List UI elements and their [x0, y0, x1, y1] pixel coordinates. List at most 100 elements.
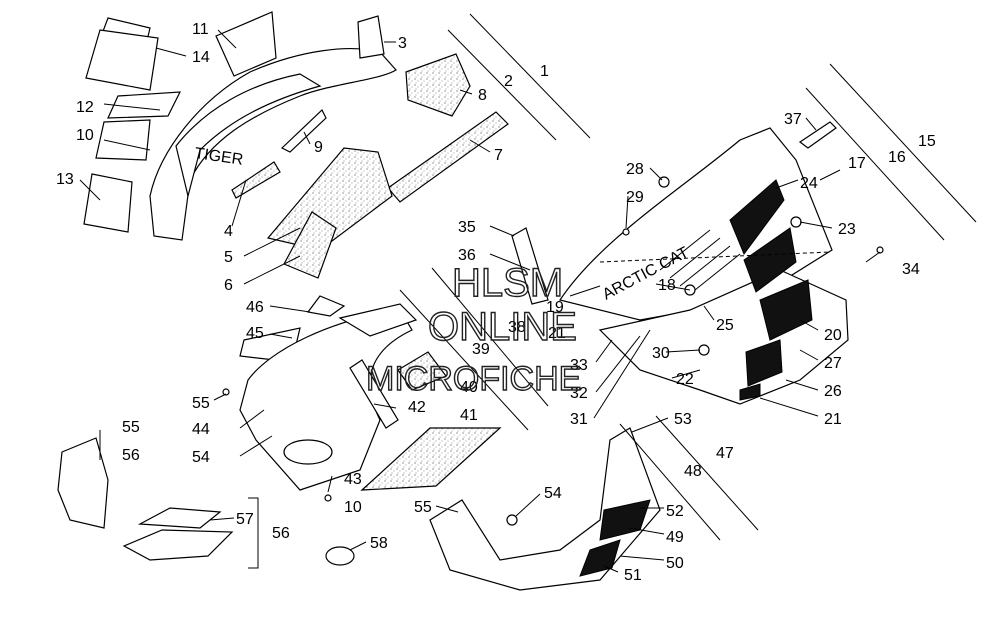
- hood-inner: [175, 73, 322, 197]
- callout-40: 40: [460, 379, 478, 396]
- deflector-57: [137, 507, 222, 529]
- clamp-58: [325, 546, 355, 566]
- callout-48: 48: [684, 463, 702, 480]
- leader-37: [805, 117, 817, 131]
- windshield-mark: TIGER: [193, 145, 244, 169]
- pad-8: [405, 53, 471, 117]
- mount-line: [599, 251, 831, 263]
- watermark-line-1: HLSM: [452, 261, 563, 305]
- leader-lines: [79, 29, 881, 573]
- callout-54b: 54: [544, 485, 562, 502]
- callout-3: 3: [398, 35, 407, 52]
- callout-44: 44: [192, 421, 210, 438]
- misc-group: [57, 437, 355, 566]
- callout-35: 35: [458, 219, 476, 236]
- panel-46: [306, 295, 346, 317]
- callout-15: 15: [918, 133, 936, 150]
- callout-10b: 10: [344, 499, 362, 516]
- callout-32: 32: [570, 385, 588, 402]
- leader-11: [217, 29, 237, 49]
- side-graphic-d: [745, 339, 783, 387]
- leader-23: [799, 221, 833, 229]
- leader-49: [629, 527, 665, 535]
- leader-22: [671, 369, 701, 379]
- leader-55a: [213, 393, 227, 401]
- callout-51: 51: [624, 567, 642, 584]
- bracket-48: [619, 423, 721, 541]
- leader-26: [785, 379, 819, 391]
- callout-11: 11: [192, 21, 209, 38]
- callout-56a: 56: [122, 447, 140, 464]
- leader-28: [649, 167, 663, 181]
- leader-10: [103, 139, 151, 151]
- nose-pan-group: [429, 427, 661, 591]
- rivet-29: [622, 228, 630, 236]
- decal-14: [85, 29, 159, 91]
- callout-2: 2: [504, 73, 513, 90]
- callout-21a: 21: [548, 325, 566, 342]
- decal-12: [107, 91, 182, 119]
- callout-27: 27: [824, 355, 842, 372]
- callout-25: 25: [716, 317, 734, 334]
- callout-36: 36: [458, 247, 476, 264]
- console-opening: [283, 439, 333, 465]
- callout-26: 26: [824, 383, 842, 400]
- callout-34: 34: [902, 261, 920, 278]
- leader-54b: [515, 493, 541, 517]
- leader-9: [303, 131, 311, 145]
- leader-58: [349, 541, 367, 551]
- leader-20: [799, 319, 819, 331]
- leader-35: [489, 225, 515, 237]
- group-brackets: [248, 13, 977, 569]
- strap-42: [349, 359, 399, 429]
- callout-labels: 1 2 3 4 5 6 7 8 9 10 11 12 13 14 15 16 1…: [56, 21, 936, 584]
- leader-13: [79, 179, 101, 201]
- callout-24: 24: [800, 175, 818, 192]
- callout-4: 4: [224, 223, 233, 240]
- leader-17: [819, 169, 841, 181]
- nose-graphic-b: [579, 539, 621, 577]
- leader-54: [239, 435, 273, 457]
- leader-45: [269, 333, 293, 339]
- callout-55b: 55: [122, 419, 140, 436]
- callout-10: 10: [76, 127, 94, 144]
- bracket-56: [248, 497, 259, 569]
- leader-30: [665, 349, 701, 353]
- callout-52: 52: [666, 503, 684, 520]
- callout-43: 43: [344, 471, 362, 488]
- console-top-39: [338, 303, 418, 337]
- leader-24: [775, 179, 799, 189]
- callout-21b: 21: [824, 411, 842, 428]
- leader-19: [569, 285, 601, 297]
- callout-30: 30: [652, 345, 670, 362]
- bracket-2: [447, 29, 557, 141]
- bracket-16: [805, 87, 945, 241]
- callout-23: 23: [838, 221, 856, 238]
- watermark: HLSM ONLINE MICROFICHE: [365, 260, 582, 398]
- windshield-top-3: [357, 15, 385, 59]
- leader-33: [595, 339, 613, 363]
- leader-6: [243, 255, 301, 285]
- callout-31: 31: [570, 411, 588, 428]
- leader-5: [243, 227, 301, 257]
- leader-14: [155, 47, 187, 57]
- callout-14: 14: [192, 49, 210, 66]
- trim-9: [280, 109, 327, 153]
- rivet-55a: [222, 388, 230, 396]
- callout-17: 17: [848, 155, 866, 172]
- callout-28: 28: [626, 161, 644, 178]
- leader-34: [865, 251, 881, 263]
- side-graphic-c: [759, 279, 813, 341]
- bracket-39: [399, 289, 529, 431]
- callout-53: 53: [674, 411, 692, 428]
- leader-4: [231, 179, 247, 227]
- callout-37: 37: [784, 111, 802, 128]
- callout-29: 29: [626, 189, 644, 206]
- callout-38: 38: [508, 319, 526, 336]
- bracket-47: [655, 415, 759, 531]
- leader-50: [619, 555, 665, 561]
- callout-47: 47: [716, 445, 734, 462]
- bracket-15: [829, 63, 977, 223]
- grommet-30: [698, 344, 710, 356]
